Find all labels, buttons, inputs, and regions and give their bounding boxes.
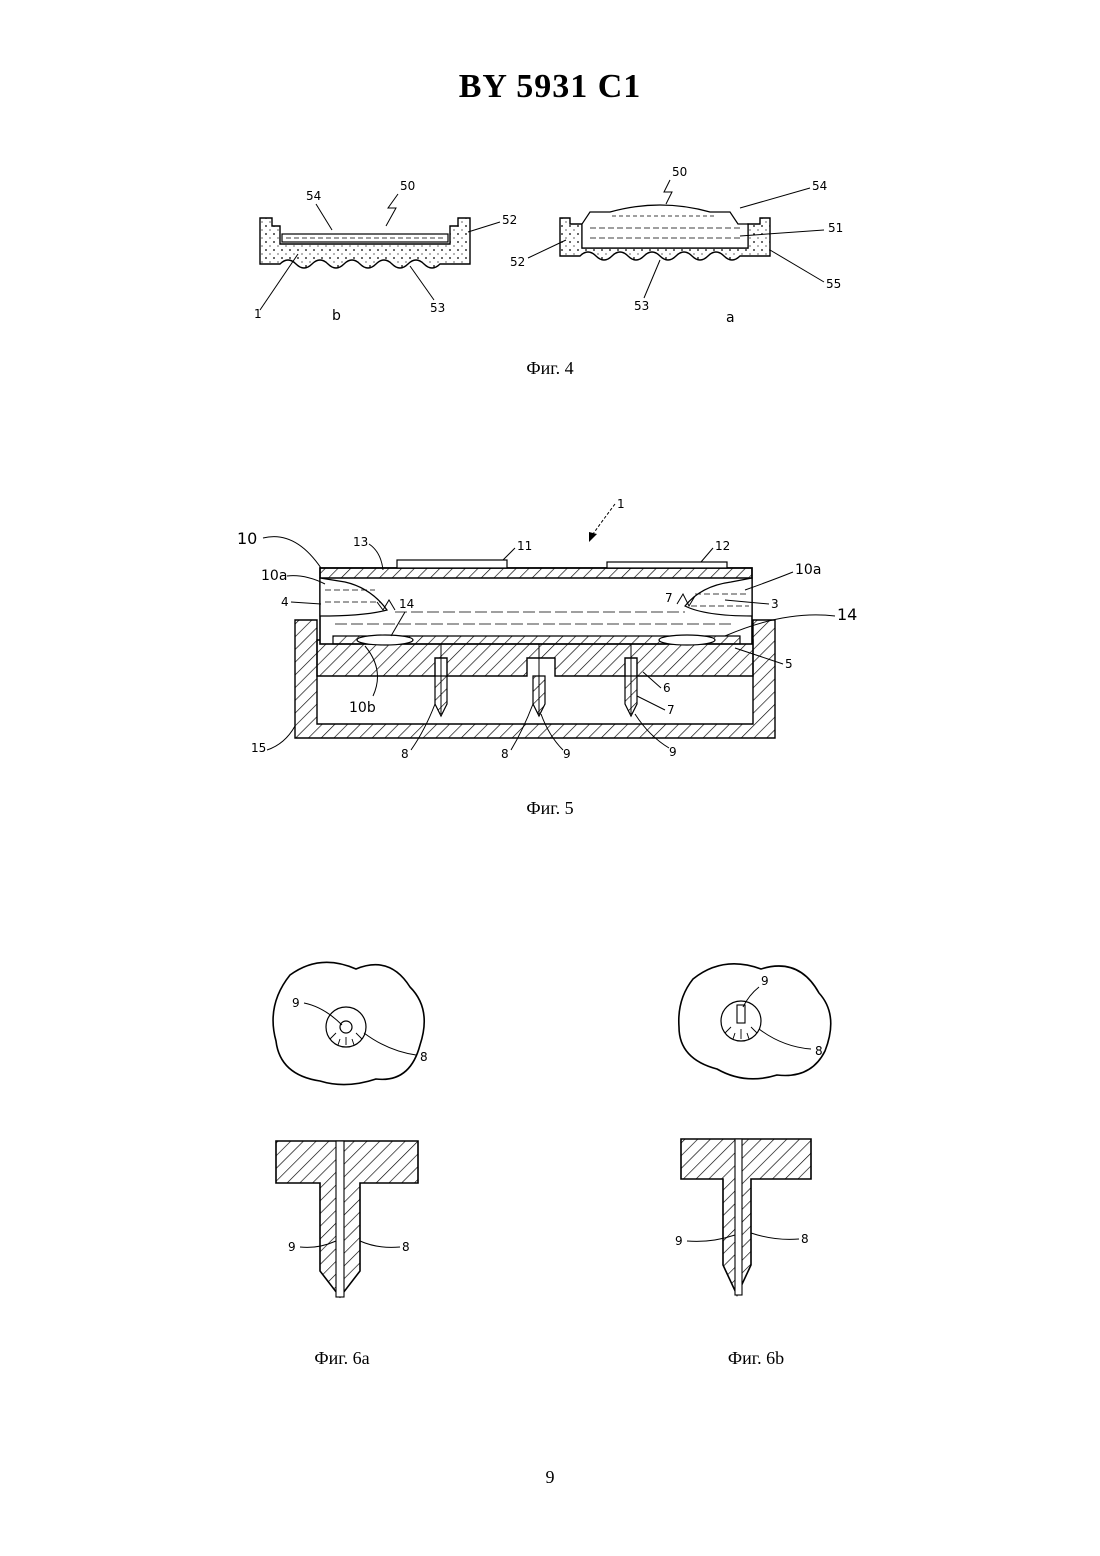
fig4a-label: a bbox=[726, 310, 735, 326]
figure-6b-caption: Фиг. 6b bbox=[656, 1348, 856, 1369]
fig5-callout-9-right: 9 bbox=[669, 745, 677, 759]
fig5-callout-8-mid: 8 bbox=[501, 747, 509, 761]
fig4a-callout-53: 53 bbox=[634, 299, 649, 313]
fig5-callout-14-left: 14 bbox=[399, 597, 414, 611]
fig5-callout-11: 11 bbox=[517, 539, 532, 553]
fig6a-bottom-callout-9: 9 bbox=[288, 1240, 296, 1254]
fig6a-top-callout-9: 9 bbox=[292, 996, 300, 1010]
fig4b-callout-53: 53 bbox=[430, 301, 445, 315]
fig5-callout-10b: 10b bbox=[349, 700, 376, 716]
fig5-callout-6: 6 bbox=[663, 681, 671, 695]
fig4a-callout-54: 54 bbox=[812, 179, 827, 193]
fig4a-callout-51: 51 bbox=[828, 221, 843, 235]
page-number: 9 bbox=[0, 1467, 1100, 1488]
fig4b-callout-52: 52 bbox=[502, 213, 517, 227]
document-title: BY 5931 C1 bbox=[0, 68, 1100, 106]
fig5-callout-7-bottom: 7 bbox=[667, 703, 675, 717]
fig4b-label: b bbox=[332, 308, 341, 324]
fig6a-bottom-callout-8: 8 bbox=[402, 1240, 410, 1254]
figure-5-caption: Фиг. 5 bbox=[450, 798, 650, 819]
fig5-callout-1: 1 bbox=[617, 497, 625, 511]
fig6a-top-callout-8: 8 bbox=[420, 1050, 428, 1064]
figure-4-caption: Фиг. 4 bbox=[450, 358, 650, 379]
figure-6b-drawing: 9 8 9 8 bbox=[665, 955, 865, 1315]
figure-6a-drawing: 9 8 9 8 bbox=[260, 955, 460, 1315]
fig4a-callout-55: 55 bbox=[826, 277, 841, 291]
figure-4-drawing: 54 50 52 1 53 b 50 54 51 52 55 53 a bbox=[240, 160, 860, 330]
fig5-callout-4: 4 bbox=[281, 595, 289, 609]
fig5-callout-13: 13 bbox=[353, 535, 368, 549]
fig5-callout-15: 15 bbox=[251, 741, 266, 755]
fig6b-bottom-callout-9: 9 bbox=[675, 1234, 683, 1248]
fig4a-callout-52: 52 bbox=[510, 255, 525, 269]
fig5-callout-10a-left: 10a bbox=[261, 568, 287, 584]
figure-4a-section bbox=[560, 205, 770, 260]
fig5-callout-9-mid: 9 bbox=[563, 747, 571, 761]
fig5-callout-14-right: 14 bbox=[837, 605, 857, 624]
fig5-callout-10a-right: 10a bbox=[795, 562, 821, 578]
fig5-callout-10: 10 bbox=[237, 529, 257, 548]
fig4b-callout-54: 54 bbox=[306, 189, 321, 203]
fig5-callout-12: 12 bbox=[715, 539, 730, 553]
fig4a-callout-50: 50 bbox=[672, 165, 687, 179]
figure-6a-caption: Фиг. 6a bbox=[242, 1348, 442, 1369]
fig6b-top-callout-9: 9 bbox=[761, 974, 769, 988]
fig4b-callout-50: 50 bbox=[400, 179, 415, 193]
fig5-callout-7-top: 7 bbox=[665, 591, 673, 605]
fig6b-top-callout-8: 8 bbox=[815, 1044, 823, 1058]
fig6b-bottom-callout-8: 8 bbox=[801, 1232, 809, 1246]
fig5-callout-3: 3 bbox=[771, 597, 779, 611]
fig5-callout-8-left: 8 bbox=[401, 747, 409, 761]
fig5-callout-5: 5 bbox=[785, 657, 793, 671]
figure-5-drawing: 1 10 13 11 12 10a 10a 4 14 7 3 14 5 10b … bbox=[225, 490, 875, 780]
figure-4b-section bbox=[260, 218, 470, 268]
